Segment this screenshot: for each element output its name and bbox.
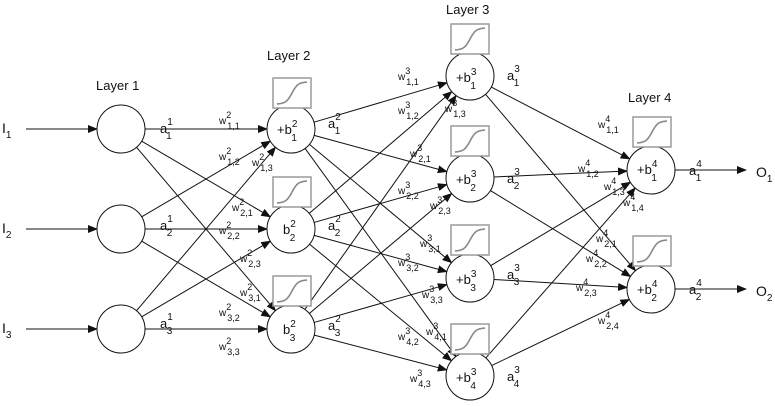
edge-l2-l3-3-1	[304, 94, 457, 310]
edge-l2-l3-2-1	[308, 90, 453, 214]
edge-l3-l4-2-2	[490, 190, 632, 277]
sigmoid-curve-icon	[632, 235, 672, 267]
sigmoid-curve-icon	[450, 125, 490, 157]
output-2-label: O2	[756, 283, 773, 304]
neuron-1-1	[96, 104, 146, 154]
sigmoid-curve-icon	[450, 323, 490, 355]
edge-l2-l3-2-4	[309, 243, 453, 362]
output-1-label: O1	[756, 164, 773, 185]
edge-l3-l4-4-1	[485, 187, 636, 359]
layer-1-title: Layer 1	[96, 78, 139, 93]
edge-l2-l3-3-4	[314, 334, 448, 372]
sigmoid-curve-icon	[272, 176, 312, 208]
edge-l3-l4-4-2	[491, 298, 631, 367]
layer-3-title: Layer 3	[446, 2, 489, 17]
edge-l2-l3-3-2	[309, 192, 453, 314]
sigmoid-curve-icon	[450, 224, 490, 256]
layer-4-title: Layer 4	[628, 90, 671, 105]
sigmoid-curve-icon	[272, 275, 312, 307]
input-2-label: I2	[2, 220, 12, 241]
edge-l3-l4-2-1	[493, 167, 629, 178]
edge-l1-l2-2-1	[141, 140, 272, 218]
sigmoid-curve-icon	[450, 23, 490, 55]
edge-l3-l4-1-1	[491, 86, 631, 160]
neuron-1-2	[96, 204, 146, 254]
edge-l3-l4-3-2	[493, 278, 629, 291]
edge-l2-l3-3-3	[313, 283, 448, 323]
layer-2-title: Layer 2	[267, 48, 310, 63]
edge-l3-l4-3-1	[490, 181, 632, 267]
edge-l2-l3-2-2	[313, 183, 448, 223]
edge-l3-l4-1-2	[485, 93, 637, 272]
edge-l1-l2-3-2	[141, 240, 272, 318]
neuron-1-3	[96, 304, 146, 354]
input-1-label: I1	[2, 120, 12, 141]
edge-l2-l3-1-4	[304, 148, 457, 358]
edge-l2-l3-1-2	[314, 134, 448, 174]
sigmoid-curve-icon	[272, 77, 312, 109]
sigmoid-curve-icon	[632, 116, 672, 148]
connections	[26, 81, 747, 372]
edge-l2-l3-1-1	[313, 81, 448, 123]
activation-icons	[272, 23, 672, 355]
edge-l1-l2-3-1	[136, 146, 277, 312]
neurons	[96, 51, 676, 401]
input-3-label: I3	[2, 320, 12, 341]
